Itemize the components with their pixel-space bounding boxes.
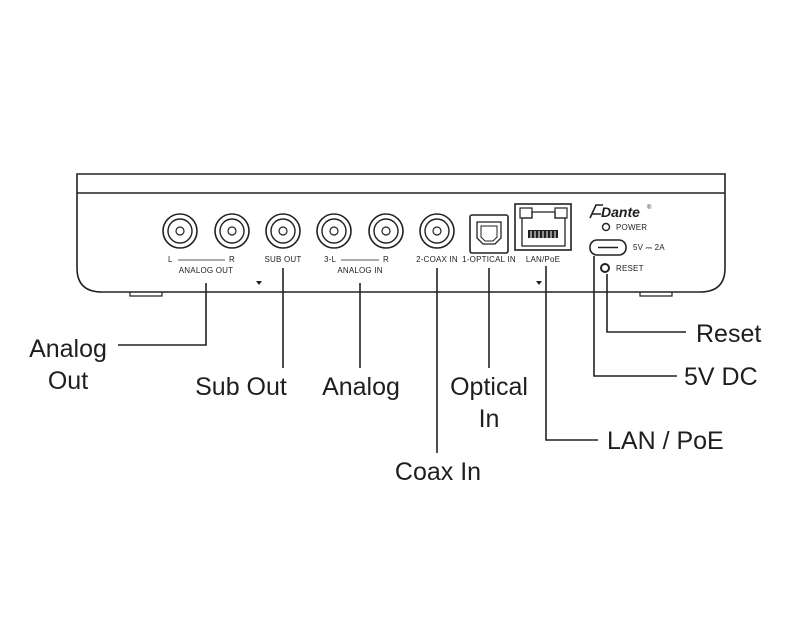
callout-analog-in: Analog bbox=[322, 373, 400, 401]
label-analog-out: ANALOG OUT bbox=[179, 266, 233, 275]
rca-jack-analog-out-l[interactable] bbox=[162, 213, 198, 249]
label-analog-in-r: R bbox=[383, 255, 389, 264]
dante-mark-icon bbox=[589, 204, 603, 219]
dc-rating-label: 5V ⎓ 2A bbox=[633, 243, 665, 252]
power-led-icon bbox=[601, 222, 611, 232]
power-label: POWER bbox=[616, 223, 647, 232]
leader-line-lan-poe bbox=[545, 266, 598, 441]
label-analog-in: ANALOG IN bbox=[337, 266, 382, 275]
label-sub-out: SUB OUT bbox=[265, 255, 302, 264]
rca-jack-sub-out[interactable] bbox=[265, 213, 301, 249]
marker-triangle-icon bbox=[256, 281, 262, 285]
rca-jack-analog-in-l[interactable] bbox=[316, 213, 352, 249]
label-coax-in: 2-COAX IN bbox=[416, 255, 458, 264]
dante-logo: Dante ® bbox=[589, 204, 652, 220]
label-analog-out-r: R bbox=[229, 255, 235, 264]
dante-logo-text: Dante bbox=[601, 204, 640, 220]
callout-reset: Reset bbox=[696, 320, 761, 348]
rca-jack-coax-in[interactable] bbox=[419, 213, 455, 249]
callout-5v-dc: 5V DC bbox=[684, 363, 758, 391]
callout-optical-in-line1: Optical bbox=[450, 373, 528, 401]
usb-c-port[interactable] bbox=[589, 239, 627, 256]
rca-jack-analog-in-r[interactable] bbox=[368, 213, 404, 249]
device-body bbox=[76, 173, 726, 297]
leader-line-5v-dc bbox=[593, 256, 677, 377]
label-analog-out-l: L bbox=[168, 255, 173, 264]
callout-analog-out-line1: Analog bbox=[29, 335, 107, 363]
dante-registered-mark: ® bbox=[647, 204, 652, 211]
callout-sub-out: Sub Out bbox=[195, 373, 287, 401]
label-lan-poe: LAN/PoE bbox=[526, 255, 560, 264]
label-optical-in: 1-OPTICAL IN bbox=[462, 255, 516, 264]
callout-lan-poe: LAN / PoE bbox=[607, 427, 724, 455]
leader-line-analog-out bbox=[118, 283, 207, 346]
callout-coax-in: Coax In bbox=[395, 458, 481, 486]
leader-line-reset bbox=[606, 274, 686, 333]
callout-optical-in-line2: In bbox=[479, 405, 500, 433]
callout-analog-out-line2: Out bbox=[48, 367, 88, 395]
ethernet-port[interactable] bbox=[514, 203, 572, 251]
label-analog-in-l: 3-L bbox=[324, 255, 337, 264]
rca-jack-analog-out-r[interactable] bbox=[214, 213, 250, 249]
reset-label: RESET bbox=[616, 264, 644, 273]
optical-in-port[interactable] bbox=[469, 214, 509, 254]
reset-button[interactable] bbox=[600, 263, 610, 273]
marker-triangle-icon bbox=[536, 281, 542, 285]
